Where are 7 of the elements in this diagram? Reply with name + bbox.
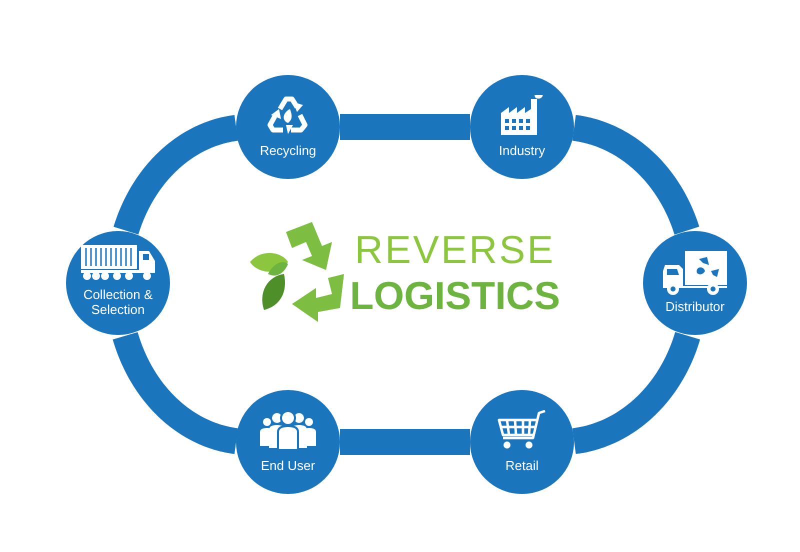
step-label: Collection & Selection [82,287,154,317]
step-label: Retail [504,458,540,473]
diagram-title: REVERSE LOGISTICS [348,228,562,320]
step-label: Industry [498,143,546,158]
step-label: End User [260,458,316,473]
step-label: Distributor [664,299,726,314]
step-label: Recycling [258,143,318,158]
